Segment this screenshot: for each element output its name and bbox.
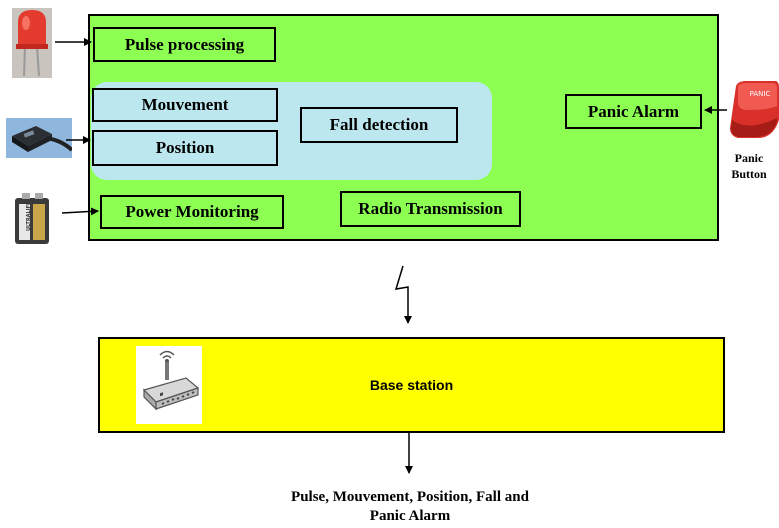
power-monitoring-box: Power Monitoring	[100, 195, 284, 229]
router-icon	[136, 346, 202, 424]
accelerometer-icon	[6, 118, 74, 158]
fall-detection-label: Fall detection	[329, 115, 429, 134]
panic-key-text: PANIC	[749, 90, 771, 98]
position-box: Position	[92, 130, 278, 166]
panic-button-icon: PANIC	[728, 80, 779, 142]
output-line1: Pulse, Mouvement, Position, Fall and	[291, 489, 529, 505]
radio-transmission-label: Radio Transmission	[358, 199, 503, 218]
pulse-processing-label: Pulse processing	[124, 34, 245, 54]
pulse-processing-box: Pulse processing	[93, 27, 276, 62]
mouvement-box: Mouvement	[92, 88, 278, 122]
position-label: Position	[155, 138, 215, 157]
panic-button-label: Panic Button	[724, 150, 774, 182]
output-description: Pulse, Mouvement, Position, Fall and Pan…	[180, 488, 640, 526]
output-line2: Panic Alarm	[369, 508, 451, 524]
power-monitoring-label: Power Monitoring	[125, 202, 259, 221]
lightning-icon	[394, 265, 412, 324]
panic-alarm-label: Panic Alarm	[587, 101, 680, 121]
radio-transmission-box: Radio Transmission	[340, 191, 521, 227]
mouvement-label: Mouvement	[141, 95, 229, 114]
base-station-label: Base station	[369, 377, 454, 393]
panic-button-label-line2: Button	[731, 167, 767, 181]
panic-alarm-box: Panic Alarm	[565, 94, 702, 129]
battery-arrow	[61, 207, 99, 216]
battery-icon: ULTRALIFE	[13, 192, 51, 246]
base-station-box	[98, 337, 725, 433]
panic-button-label-line1: Panic	[734, 151, 764, 165]
fall-detection-box: Fall detection	[300, 107, 458, 143]
led-icon	[12, 8, 52, 78]
